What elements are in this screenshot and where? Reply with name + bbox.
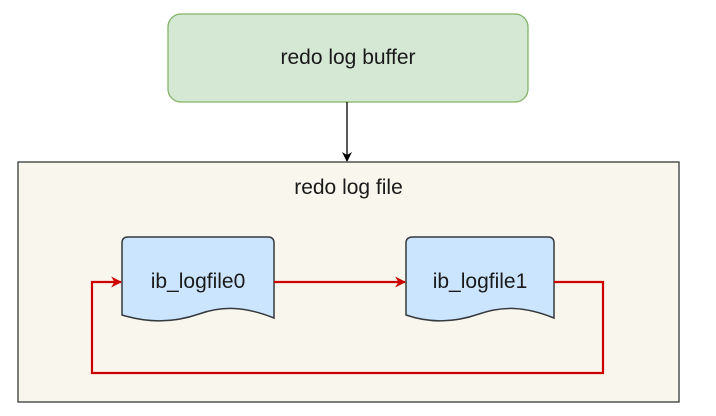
redo-log-buffer-label: redo log buffer [280, 46, 416, 69]
redo-log-file-label: redo log file [294, 176, 403, 199]
logfile1-to-logfile0-loop-arrow [90, 276, 605, 375]
ib-logfile1-document [405, 236, 555, 322]
ib-logfile0-label: ib_logfile0 [150, 270, 246, 293]
redo-log-buffer-node [167, 13, 529, 103]
ib-logfile0-document [121, 236, 275, 322]
ib-logfile1-label: ib_logfile1 [432, 270, 528, 293]
